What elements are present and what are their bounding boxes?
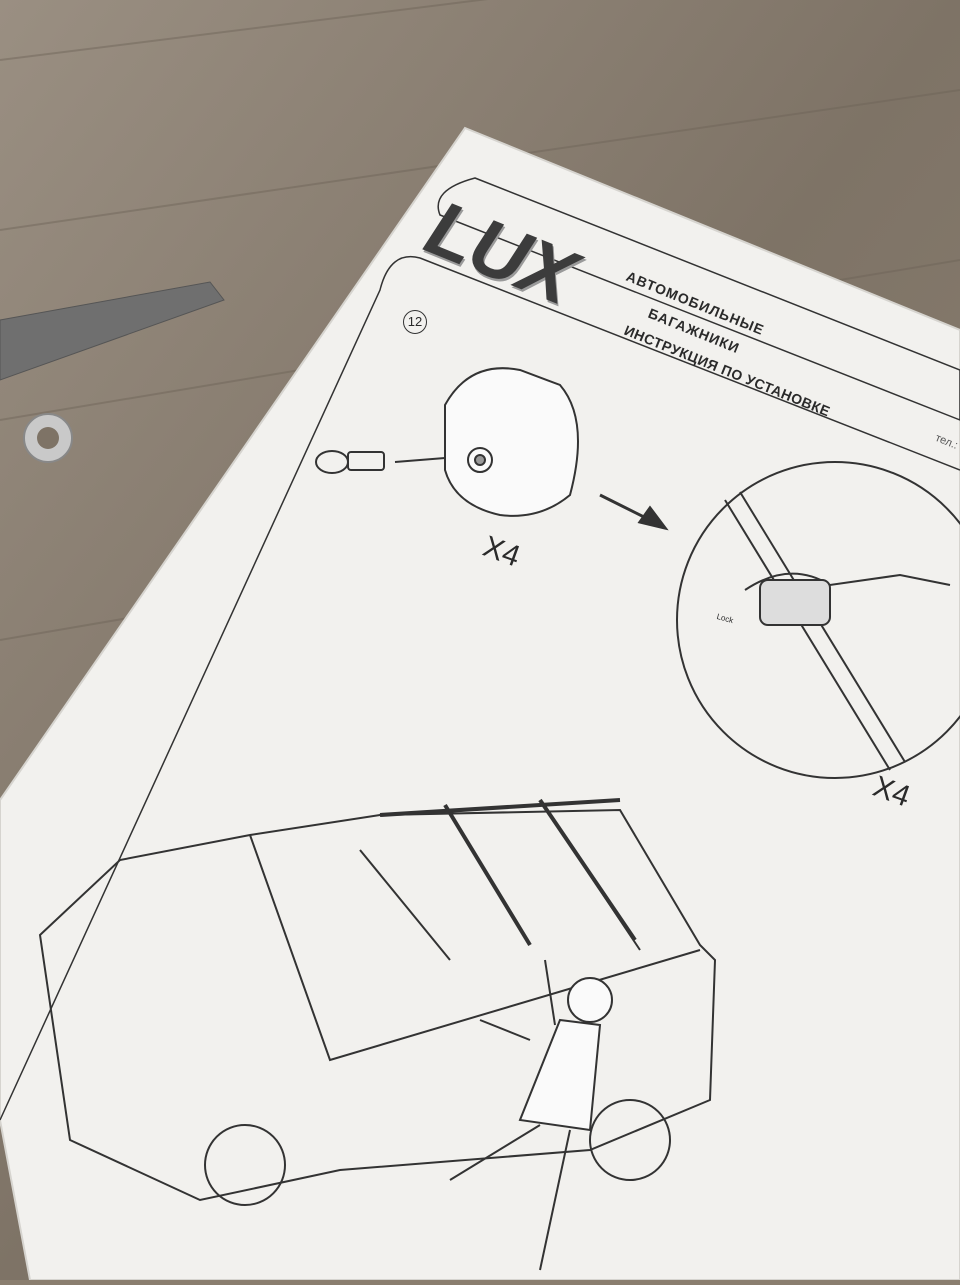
lock-washer <box>23 413 73 463</box>
roof-rack <box>379 798 637 947</box>
nail-file <box>0 281 225 381</box>
person-illustration <box>449 959 613 1271</box>
detail-circle <box>676 461 960 779</box>
step-number: 12 <box>403 310 427 334</box>
content-frame <box>0 256 960 1121</box>
arrow-to-detail <box>599 493 669 531</box>
roof-foot-housing <box>444 367 579 517</box>
header-frame <box>437 177 960 421</box>
